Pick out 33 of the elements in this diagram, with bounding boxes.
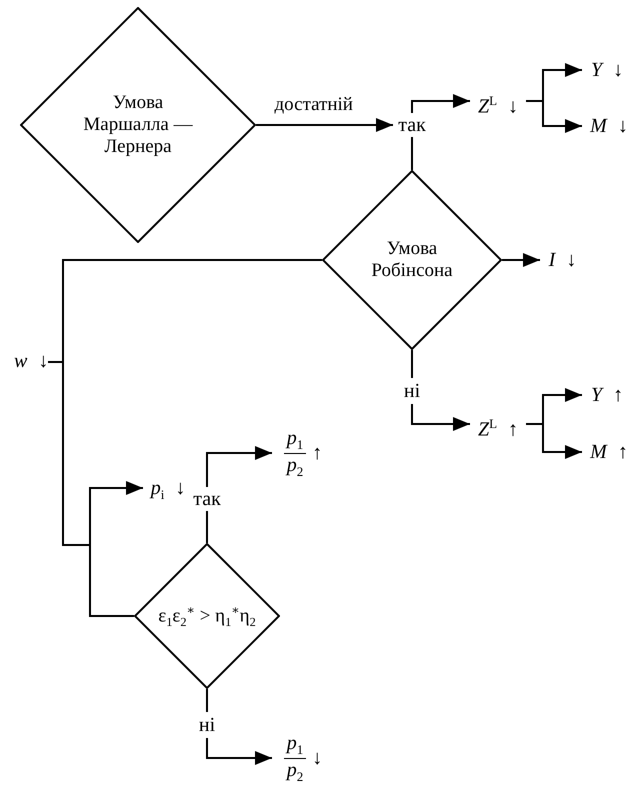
connector-line bbox=[411, 137, 413, 170]
edge-label: достатній bbox=[272, 95, 355, 116]
trend-arrow: ↑ bbox=[312, 442, 322, 464]
variable-label: w ↓ bbox=[14, 350, 48, 372]
outcome-label: Y ↓ bbox=[582, 57, 632, 83]
fraction-denominator: p$_{2}$ bbox=[286, 454, 304, 479]
arrow bbox=[206, 446, 272, 487]
outcome-label: так bbox=[393, 113, 431, 137]
outcome-label: M ↑ bbox=[582, 439, 636, 465]
arrow bbox=[526, 423, 582, 459]
arrow bbox=[206, 738, 272, 765]
arrow bbox=[411, 94, 470, 113]
fraction-numerator: p$_{1}$ bbox=[284, 427, 306, 454]
arrow bbox=[256, 118, 393, 132]
condition-text: ε$_{1}$ε$_{2}$$^{∗}$ > η$_{1}$$^{∗}$η$_{2}$ bbox=[158, 602, 256, 630]
trend-arrow: ↓ bbox=[312, 747, 322, 769]
arrow bbox=[411, 404, 470, 431]
arrow bbox=[526, 100, 582, 133]
condition-text: Умова Маршалла — Лернера bbox=[82, 92, 194, 158]
connector-line bbox=[206, 689, 208, 712]
condition-text: Умова Робінсона bbox=[370, 238, 454, 282]
arrow bbox=[502, 253, 540, 267]
outcome-label: ні bbox=[195, 712, 219, 738]
outcome-label: Z$^{L}$ ↑ bbox=[470, 410, 526, 438]
outcome-label: ні bbox=[400, 378, 424, 404]
outcome-label: M ↓ bbox=[582, 113, 636, 139]
outcome-label: Z$^{L}$ ↓ bbox=[470, 87, 526, 115]
fraction-denominator: p$_{2}$ bbox=[286, 758, 304, 784]
connector-line bbox=[206, 511, 208, 543]
connector-line bbox=[411, 350, 413, 378]
outcome-label: Y ↑ bbox=[582, 382, 632, 408]
fraction-numerator: p$_{1}$ bbox=[284, 732, 306, 758]
outcome-label: I ↓ bbox=[540, 247, 585, 273]
